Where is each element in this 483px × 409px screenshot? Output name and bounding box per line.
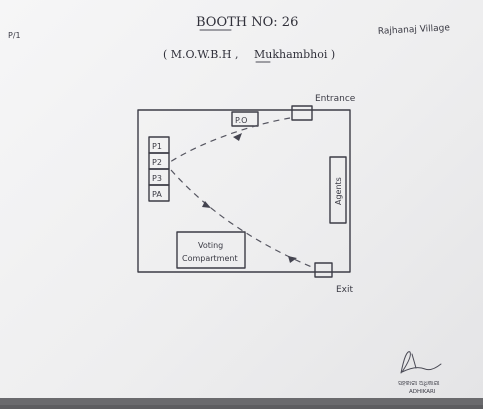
signature-scribble (400, 351, 442, 374)
voting-compartment-label-2: Compartment (182, 254, 238, 263)
po-label: P.O (235, 116, 247, 125)
signatory-name-line-2: ADHIKARI (409, 389, 436, 395)
signature-stroke (411, 353, 417, 369)
officer-label-3: P3 (152, 174, 162, 183)
polling-officers-column: P1 P2 P3 PA (148, 136, 170, 202)
signature (400, 351, 442, 374)
officer-box-4 (148, 184, 170, 202)
flow-arrow-2 (202, 201, 211, 208)
booth-title: BOOTH NO: 26 (196, 15, 298, 30)
agents-bench (329, 156, 347, 224)
booth-room-outline (137, 109, 351, 273)
officer-label-1: P1 (152, 142, 162, 151)
flow-path-entrance-to-officers (169, 117, 291, 163)
po-desk (231, 111, 259, 127)
officer-label-4: PA (152, 190, 162, 199)
entrance-door (291, 105, 313, 121)
entrance-label: Entrance (315, 94, 356, 104)
voting-compartment-label-1: Voting (198, 241, 223, 250)
exit-door (314, 262, 333, 278)
flow-arrow-3 (288, 256, 297, 263)
village-name: Rajhanaj Village (378, 23, 451, 37)
exit-label: Exit (336, 285, 354, 295)
booth-subtitle-right: Mukhambhoi ) (254, 48, 335, 61)
voting-compartment (176, 231, 246, 269)
officer-label-2: P2 (152, 158, 162, 167)
flow-arrow-1 (233, 133, 242, 141)
signatory-name-line-1: ସହକାରୀ ଅଧିକାରୀ (398, 380, 440, 387)
corner-mark: P/1 (8, 31, 21, 40)
booth-subtitle-left: ( M.O.W.B.H , (163, 48, 238, 61)
agents-label: Agents (334, 177, 343, 205)
board-bottom-edge (0, 398, 483, 405)
